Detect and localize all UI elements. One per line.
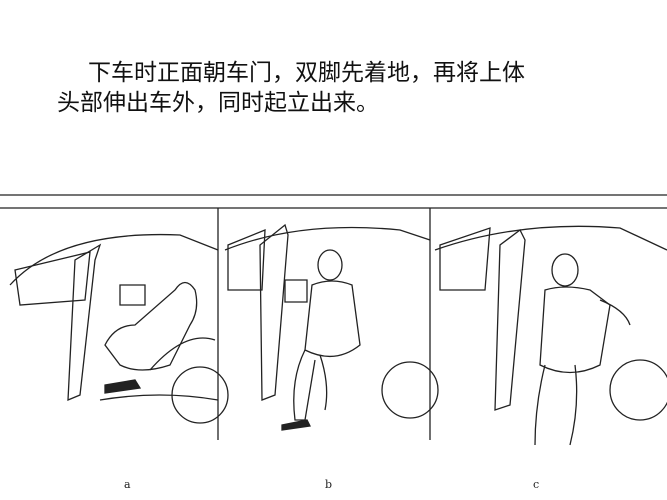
instruction-line-2: 头部伸出车外，同时起立出来。	[57, 90, 379, 116]
instruction-line-1: 下车时正面朝车门，双脚先着地，再将上体	[88, 60, 525, 86]
panel-b-drawing	[224, 223, 439, 431]
instruction-text: 下车时正面朝车门，双脚先着地，再将上体 头部伸出车外，同时起立出来。	[57, 58, 637, 118]
panel-label-c: c	[533, 478, 540, 491]
panel-label-b: b	[325, 478, 333, 491]
car-exit-illustration	[0, 194, 667, 446]
panel-c-drawing	[434, 225, 667, 446]
panel-a-drawing	[9, 233, 229, 424]
panel-label-a: a	[124, 478, 131, 491]
